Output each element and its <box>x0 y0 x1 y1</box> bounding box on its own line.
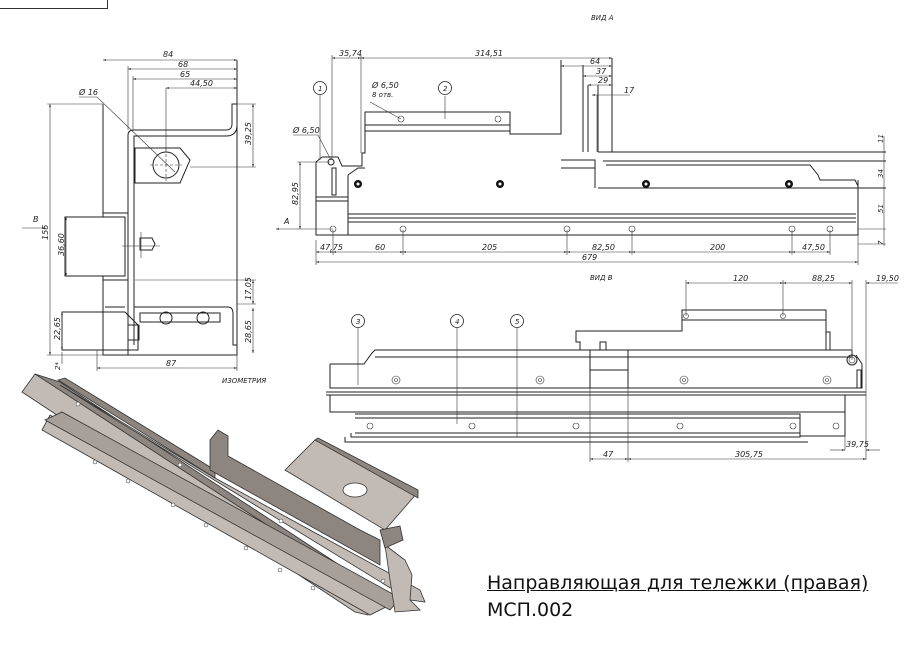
dim-39-75: 39,75 <box>846 440 869 449</box>
dim-22-65: 22,65 <box>53 317 62 340</box>
dim-28-65: 28,65 <box>244 320 253 343</box>
dim-88-25: 88,25 <box>812 274 835 283</box>
dim-39-25: 39,25 <box>244 122 253 145</box>
dim-2: 2* <box>54 362 62 370</box>
view-a-label: ВИД А <box>591 14 614 22</box>
dim-47-75: 47,75 <box>320 243 343 252</box>
view-a: ВИД А А <box>276 14 886 265</box>
dim-44-50: 44,50 <box>190 79 213 88</box>
dim-82-95: 82,95 <box>291 182 300 205</box>
corner-stamp: 600 БЭМ <box>0 0 108 9</box>
dim-47-50: 47,50 <box>802 243 825 252</box>
arrow-b-label: В <box>33 215 39 224</box>
dim-17-05: 17,05 <box>244 277 253 300</box>
dim-34: 34 <box>877 169 885 178</box>
dim-65: 65 <box>180 70 190 79</box>
dim-7: 7 <box>877 240 885 245</box>
drawing-title: Направляющая для тележки (правая) <box>487 572 869 594</box>
dim-82-50: 82,50 <box>592 243 615 252</box>
dim-11: 11 <box>877 134 885 143</box>
view-b: ВИД В 3 4 5 120 <box>326 274 899 462</box>
dim-35-74: 35,74 <box>339 49 362 58</box>
dim-200: 200 <box>710 243 725 252</box>
dim-64: 64 <box>590 57 600 66</box>
dim-36-60: 36,60 <box>57 233 66 256</box>
dim-hole-16: Ø 16 <box>78 87 98 97</box>
view-b-label: ВИД В <box>590 274 613 282</box>
dim-120: 120 <box>733 274 748 283</box>
balloon-4: 4 <box>455 318 459 326</box>
arrow-a-label: А <box>283 217 289 226</box>
dim-314-51: 314,51 <box>475 49 503 58</box>
dim-87: 87 <box>166 359 177 368</box>
side-view: В 84 68 65 44,50 Ø 16 156 39,25 36,60 17… <box>22 50 266 385</box>
drawing-code: МСП.002 <box>487 599 574 621</box>
dim-68: 68 <box>178 60 188 69</box>
dim-679: 679 <box>582 253 597 262</box>
balloon-2: 2 <box>443 85 448 93</box>
dim-37: 37 <box>596 67 607 76</box>
dim-51: 51 <box>877 204 885 213</box>
dim-305-75: 305,75 <box>735 450 763 459</box>
dim-47: 47 <box>603 450 614 459</box>
isometric-view <box>21 373 426 616</box>
dim-17: 17 <box>624 86 635 95</box>
balloon-3: 3 <box>356 318 360 326</box>
dim-29: 29 <box>598 76 608 85</box>
isometric-label: ИЗОМЕТРИЯ <box>222 377 266 385</box>
dim-156: 156 <box>41 225 50 240</box>
nut-icons <box>354 180 793 188</box>
dim-84: 84 <box>163 50 173 59</box>
dim-205: 205 <box>482 243 497 252</box>
balloon-1: 1 <box>318 85 322 93</box>
dim-19-50: 19,50 <box>876 274 899 283</box>
hole-1-label: Ø 6,50 <box>292 125 320 135</box>
hole-8-label: Ø 6,50 <box>371 80 399 90</box>
balloon-5: 5 <box>515 318 520 326</box>
hole-8-note: 8 отв. <box>372 91 393 99</box>
dim-60: 60 <box>375 243 385 252</box>
